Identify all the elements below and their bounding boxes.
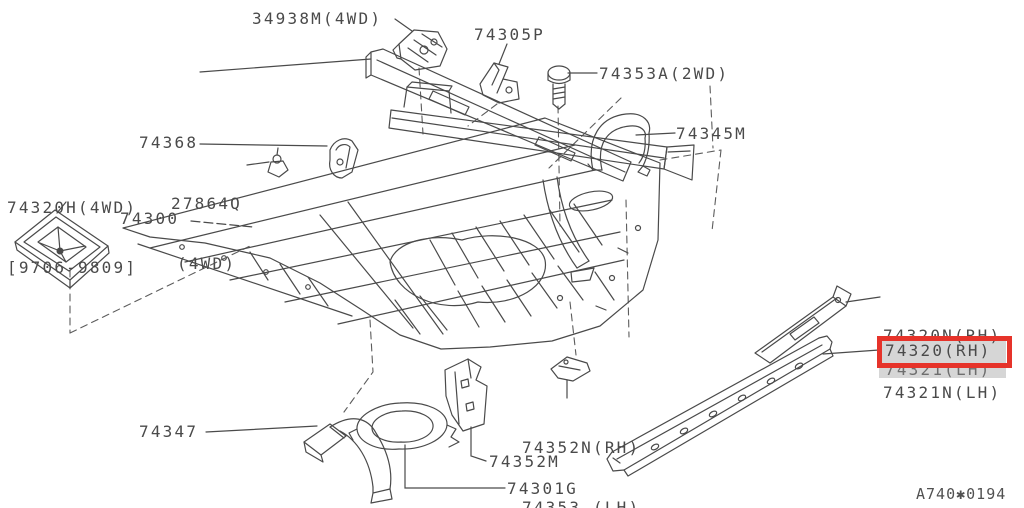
part-label-74321-lh[interactable]: 74321(LH) [885,360,992,379]
bracket-74352m-art [444,358,488,432]
diagram-code: A740✱0194 [916,485,1007,503]
part-label-74368[interactable]: 74368 [139,133,199,152]
part-label-34938m[interactable]: 34938M(4WD) [252,9,383,28]
part-label-74352n-rh: 74352N(RH) [522,438,641,457]
part-label-74352m[interactable]: 74352M [489,452,560,471]
sill-rail-74320-art [606,335,834,477]
bracket-74368-art [329,138,359,179]
part-label-74352n[interactable]: 74352N(RH) 74353 (LH) [522,398,640,508]
part-label-74321n-lh: 74321N(LH) [883,383,1002,402]
access-panel-74320h-art [14,209,110,289]
front-crossmember-art [365,48,632,182]
clamp-74345m-art [587,113,651,177]
part-label-27864q-line1: 27864Q [171,194,242,213]
part-label-74320h-range: [9706-9809] [7,258,138,277]
part-label-74353a[interactable]: 74353A(2WD) [599,64,730,83]
part-label-27864q-line2: (4WD) [177,254,237,273]
sill-outer-74320n-art [754,285,852,364]
rear-crossmember-art [388,81,695,283]
part-label-74353-lh: 74353 (LH) [522,498,641,508]
part-label-74320h[interactable]: 74320H(4WD) [9706-9809] [7,158,137,318]
part-label-74305p[interactable]: 74305P [474,25,545,44]
plate-74301g-art [348,402,460,450]
dashed-locator-lines [69,67,722,413]
bracket-74305p-art [479,62,520,104]
part-label-74320h-line1: 74320H(4WD) [7,198,138,217]
part-label-74300[interactable]: 74300 [120,209,180,228]
part-label-27864q[interactable]: 27864Q (4WD) [171,154,242,314]
bracket-74347-art [303,418,393,504]
part-label-74301g[interactable]: 74301G [507,479,578,498]
selected-part-highlight [879,340,1006,378]
clip-27864q-art [267,147,289,178]
bolt-74353a-art [547,65,571,110]
clip-74352n-art [550,356,591,382]
part-label-74345m[interactable]: 74345M [676,124,747,143]
leader-lines [56,18,881,489]
bracket-34938m-art [392,29,448,71]
part-label-74347[interactable]: 74347 [139,422,199,441]
part-label-74320-rh-selected[interactable]: 74320(RH) [885,341,992,360]
